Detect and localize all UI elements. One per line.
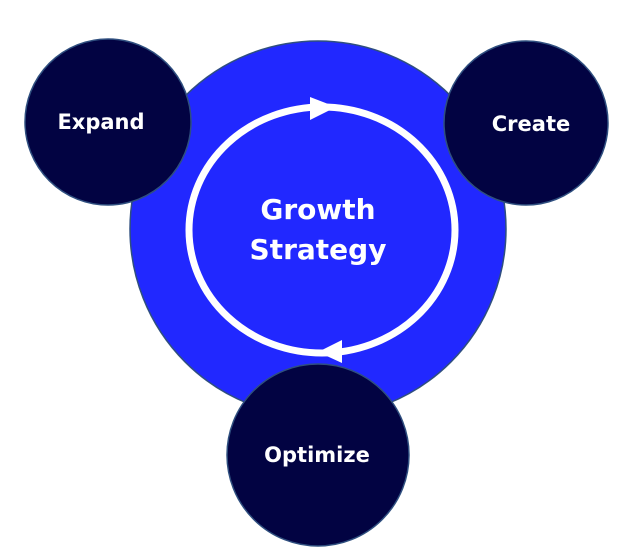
node-label-expand: Expand [57, 110, 145, 134]
center-title-line1: Growth [260, 193, 376, 226]
arrow-right-icon [310, 97, 336, 120]
node-label-create: Create [491, 112, 571, 136]
arrow-left-icon [318, 340, 342, 363]
center-title: Growth Strategy [250, 190, 387, 270]
node-label-optimize: Optimize [264, 443, 370, 467]
center-title-line2: Strategy [249, 233, 387, 266]
node-expand [24, 38, 192, 206]
node-create [443, 40, 609, 206]
node-optimize [226, 363, 410, 547]
